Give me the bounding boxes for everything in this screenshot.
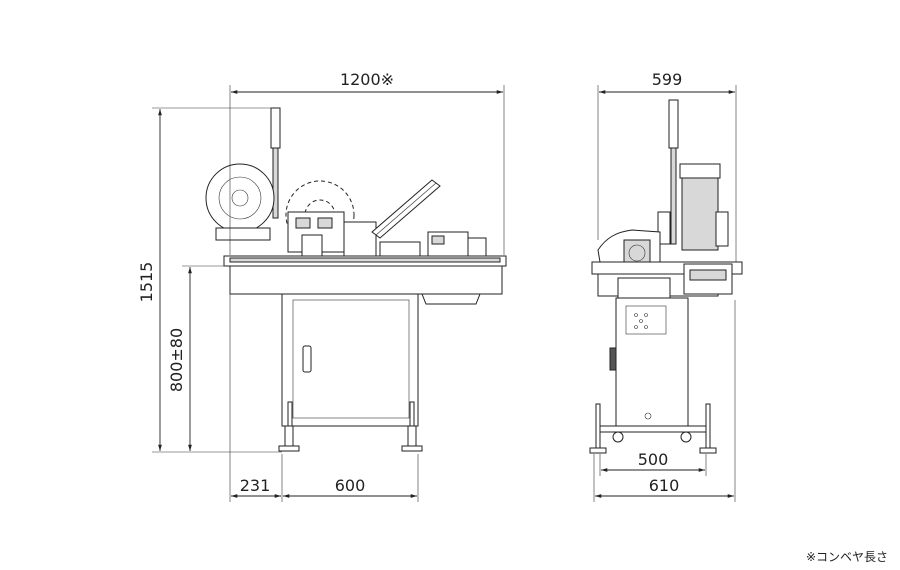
side-view: 599 500 610 xyxy=(589,70,743,502)
dimension-length: 1200※ xyxy=(229,70,505,255)
dimension-overhang-label: 231 xyxy=(240,476,271,495)
dimension-table-height-label: 800±80 xyxy=(167,328,186,392)
dimension-overall-height: 1515 xyxy=(137,107,282,453)
side-cabinet xyxy=(609,297,689,427)
cabinet xyxy=(281,293,419,427)
dimension-base-outer: 610 xyxy=(593,300,736,502)
inclined-arm xyxy=(371,179,441,239)
tape-reel xyxy=(205,163,275,241)
dimension-side-depth: 599 xyxy=(597,70,737,262)
side-signal-tower xyxy=(668,99,679,245)
footnote: ※コンベヤ長さ xyxy=(806,550,888,564)
front-view: 1200※ 1515 800±80 231 600 xyxy=(137,70,507,502)
side-table xyxy=(591,261,743,299)
dimension-bottom: 231 600 xyxy=(229,268,419,502)
side-upper-unit xyxy=(657,163,729,251)
dimension-cabinet-width-label: 600 xyxy=(335,476,366,495)
dimension-base-inner-label: 500 xyxy=(638,450,669,469)
dimension-side-depth-label: 599 xyxy=(652,70,683,89)
side-base-frame xyxy=(589,403,717,454)
applicator-head xyxy=(287,211,377,258)
dimension-base-outer-label: 610 xyxy=(649,476,680,495)
dimension-base-inner: 500 xyxy=(599,450,707,476)
dimension-overall-height-label: 1515 xyxy=(137,262,156,303)
leveling-feet xyxy=(278,425,423,452)
signal-tower xyxy=(270,107,281,219)
dimension-length-label: 1200※ xyxy=(340,70,394,89)
feeder-units xyxy=(379,231,487,261)
side-tape-head xyxy=(597,229,661,267)
dimension-table-height: 800±80 xyxy=(167,265,226,451)
